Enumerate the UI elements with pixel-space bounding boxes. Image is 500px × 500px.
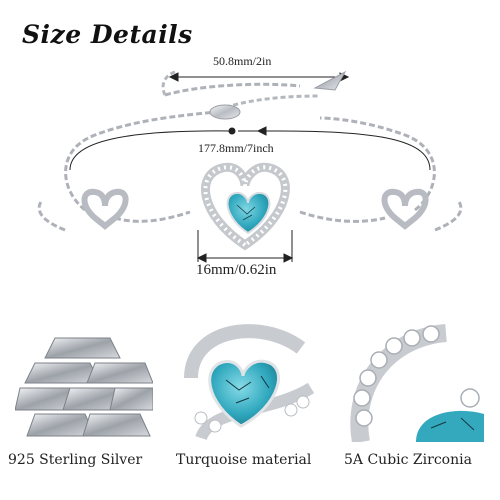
lobster-clasp (209, 104, 241, 120)
page-title: Size Details (22, 20, 193, 49)
length-dimension-arrow (228, 126, 267, 136)
right-heart-link (381, 188, 429, 230)
feature-caption-zirconia: 5A Cubic Zirconia (344, 452, 472, 468)
zirconia-tile (346, 318, 484, 442)
pendant-size-label: 16mm/0.62in (196, 262, 277, 278)
central-heart-pendant (201, 162, 290, 251)
zirconia-stones-icon (350, 324, 484, 442)
bracelet-length-label: 177.8mm/7inch (198, 141, 274, 155)
pendant-dimension-arrow (196, 230, 294, 263)
extender-length-label: 50.8mm/2in (213, 54, 272, 68)
left-heart-link (81, 188, 129, 230)
turquoise-heart-icon (184, 324, 315, 441)
bracelet-illustration (37, 70, 463, 263)
extender-dimension-arrow (168, 72, 350, 82)
feature-caption-turquoise: Turquoise material (176, 452, 312, 468)
extender-drop (313, 70, 347, 91)
feature-caption-silver: 925 Sterling Silver (8, 452, 143, 468)
silver-bars-icon (15, 337, 153, 437)
sterling-silver-tile (15, 318, 153, 442)
turquoise-tile (181, 318, 319, 442)
bracelet-chain (37, 82, 463, 232)
